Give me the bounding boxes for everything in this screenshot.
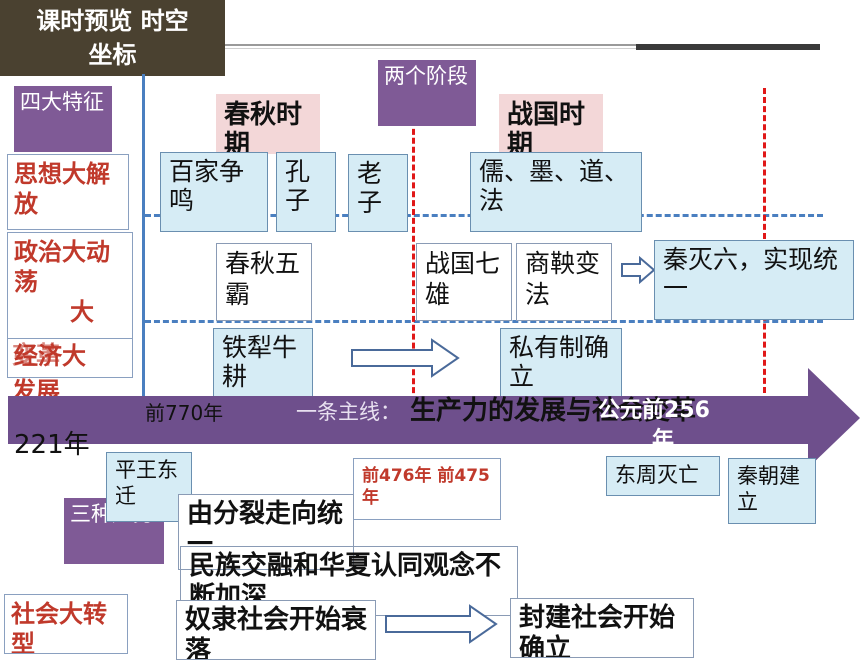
timeline-end-top: 公元前256 — [598, 398, 710, 423]
title-line-1: 课时预览 时空 — [36, 7, 189, 35]
feature-politics: 政治大动荡 大 — [7, 232, 133, 344]
header-rule-thin — [225, 48, 820, 49]
boundary-year-box: 前476年 前475年 — [353, 458, 501, 520]
five-hegemons-box: 春秋五霸 — [216, 243, 312, 321]
qin-found-box: 秦朝建立 — [728, 458, 816, 524]
private-ownership-box: 私有制确立 — [500, 328, 622, 406]
feature-thought: 思想大解放 — [7, 154, 129, 230]
main-line-text: 生产力的发展与社会变革 — [410, 396, 697, 426]
header-rule — [225, 44, 820, 46]
trend-unify: 由分裂走向统一 — [178, 494, 354, 570]
row-divider-2 — [145, 320, 823, 323]
shang-yang-box: 商鞅变法 — [516, 243, 612, 321]
feature-economy-overlap: 变革 — [12, 341, 60, 369]
feature-economy: 经济大 — [7, 338, 133, 378]
timeline-start: 前770年 — [145, 401, 224, 425]
feature-politics-text: 政治大动荡 — [14, 238, 110, 296]
pingwang-box: 平王东迁 — [106, 452, 192, 522]
arrow-society — [384, 604, 500, 648]
page-title: 课时预览 时空 坐标 — [0, 0, 225, 76]
two-stages-label: 两个阶段 — [378, 60, 476, 126]
laozi-box: 老子 — [348, 154, 408, 232]
arrow-to-unify — [620, 255, 656, 288]
iron-plow-box: 铁犁牛耕 — [213, 328, 313, 406]
qin-unify-box: 秦灭六，实现统一 — [654, 240, 854, 320]
trend-slavery: 奴隶社会开始衰落 — [176, 600, 376, 660]
seven-states-box: 战国七雄 — [416, 243, 512, 321]
feature-society: 社会大转型 — [4, 594, 128, 654]
zhou-end-box: 东周灭亡 — [606, 456, 720, 496]
left-vertical-rule — [142, 74, 145, 404]
header-rule-thick — [636, 44, 820, 50]
schools-box: 儒、墨、道、法 — [470, 152, 642, 232]
arrow-economy — [350, 338, 462, 382]
feature-politics-extra: 大 — [70, 298, 94, 326]
hundred-schools-box: 百家争鸣 — [160, 152, 268, 232]
stage-divider-1 — [412, 120, 415, 402]
feature-economy-text: 经济大 — [14, 342, 86, 370]
confucius-box: 孔子 — [276, 152, 336, 232]
timeline-end-unit: 年 — [652, 428, 675, 453]
four-features-label: 四大特征 — [14, 86, 112, 152]
trend-feudal: 封建社会开始确立 — [510, 598, 694, 658]
spring-autumn-period: 春秋时期 — [216, 94, 320, 154]
title-line-2: 坐标 — [88, 41, 137, 69]
warring-states-period: 战国时期 — [499, 94, 603, 154]
timeline-arrow — [8, 368, 860, 478]
main-line-label: 一条主线： — [296, 400, 401, 424]
timeline-year-221: 221年 — [14, 430, 90, 460]
